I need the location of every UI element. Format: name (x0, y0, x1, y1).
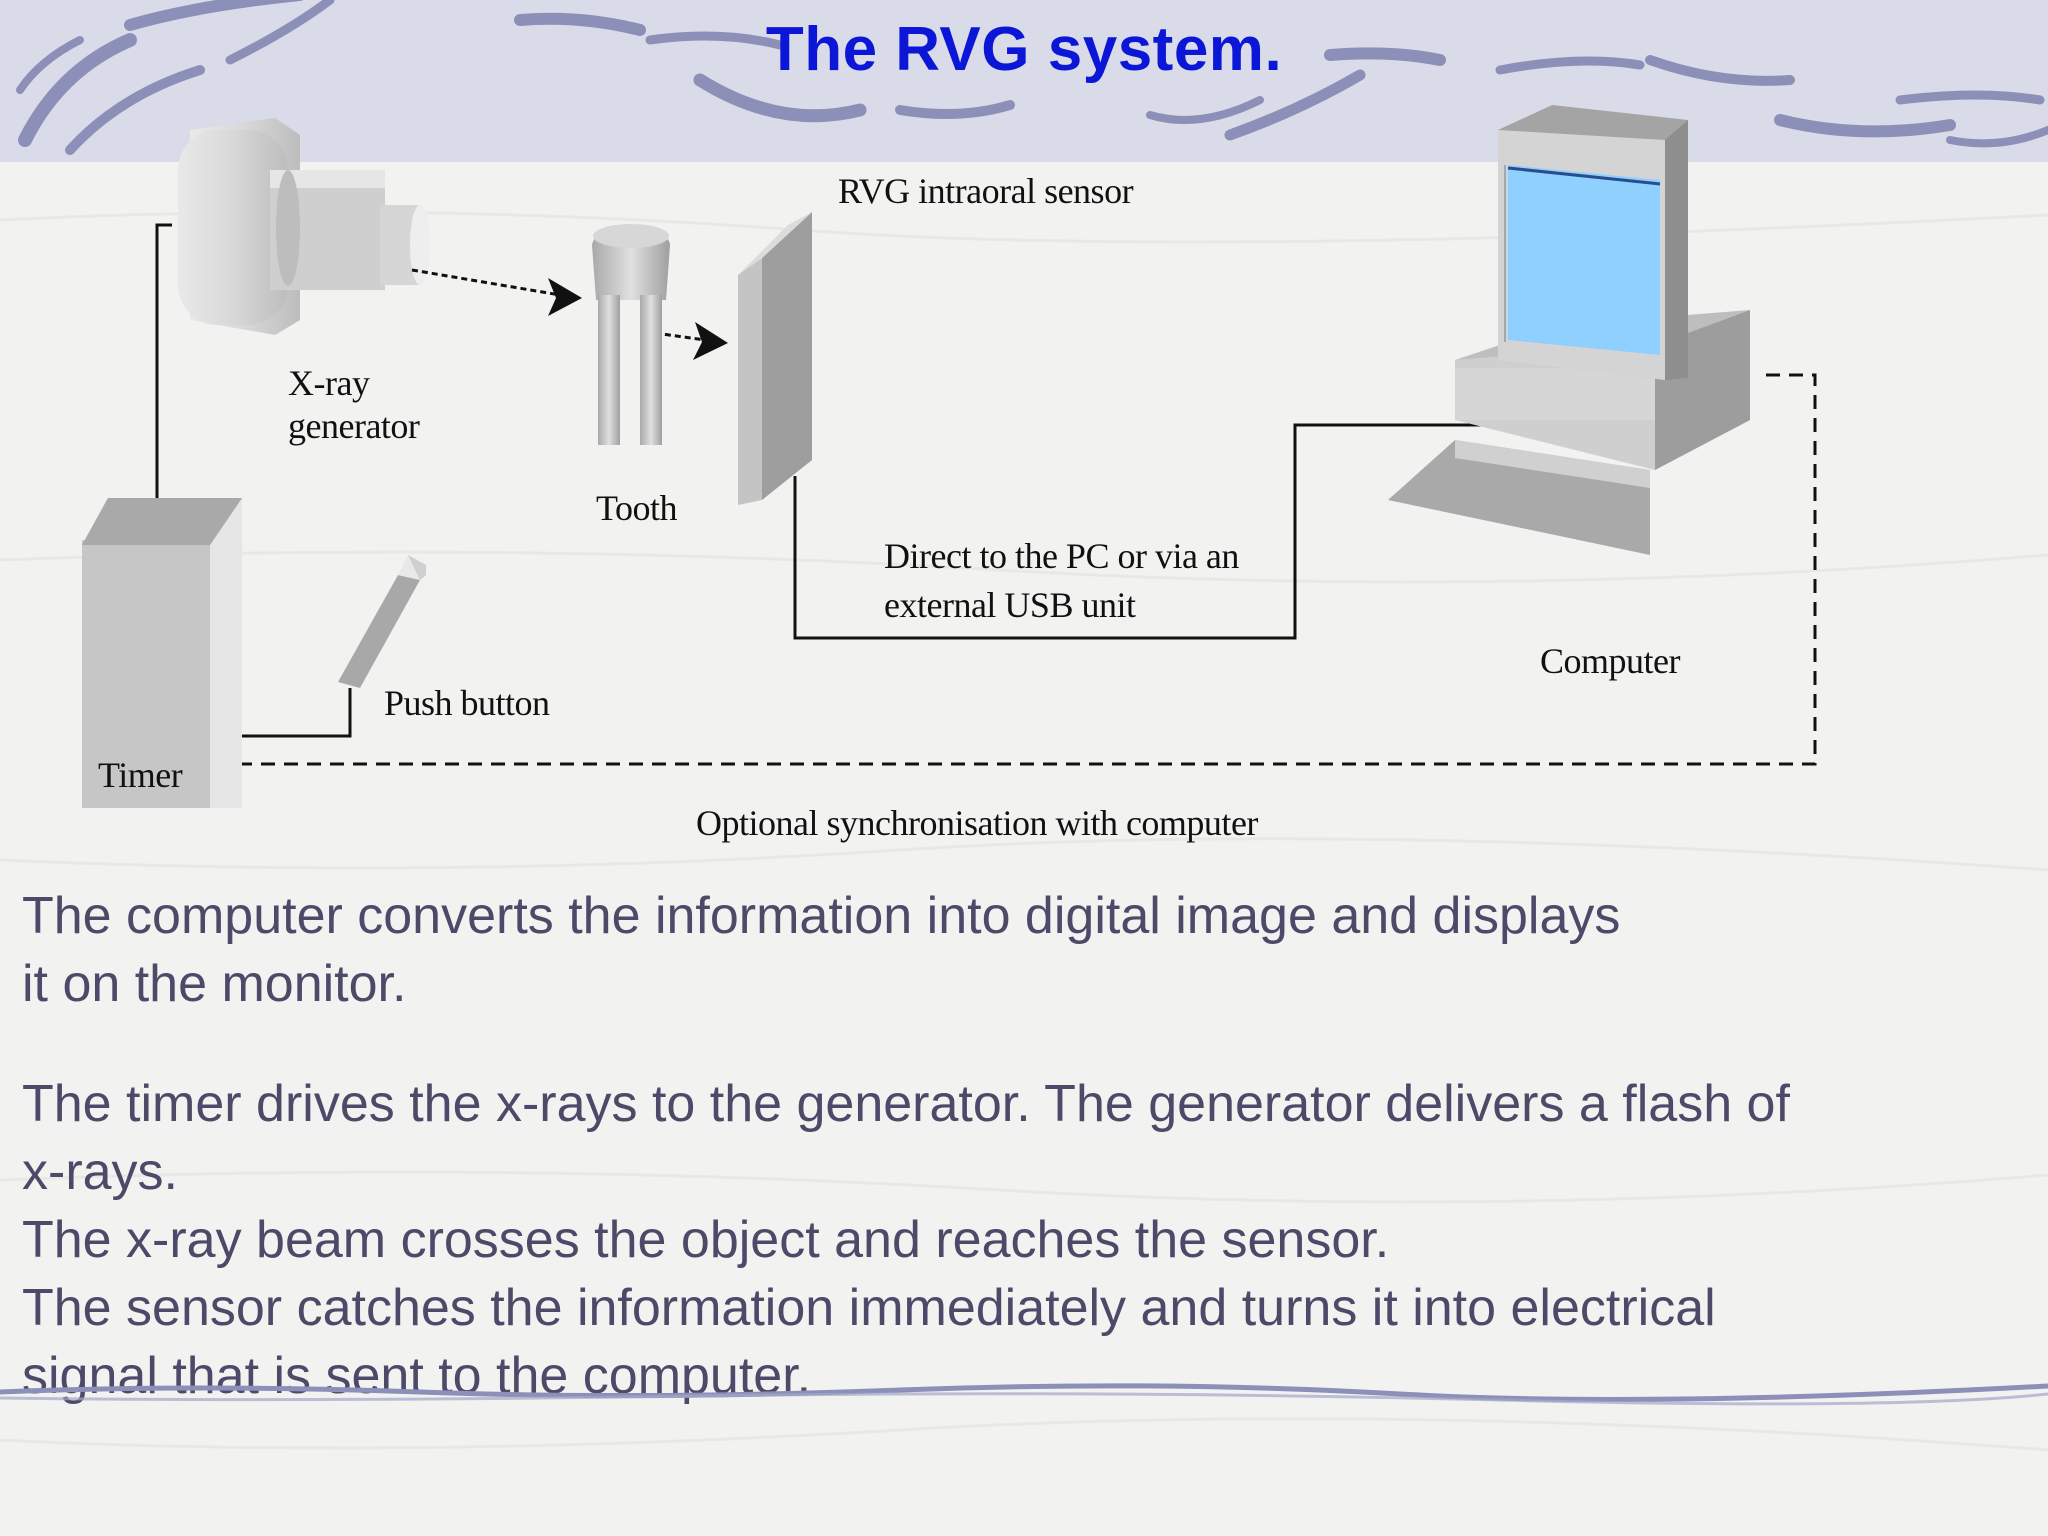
timer-icon (82, 498, 242, 808)
tooth-icon (592, 224, 670, 445)
paragraph-2-line-4: The sensor catches the information immed… (22, 1279, 1716, 1337)
rvg-sensor-icon (738, 212, 812, 505)
xray-generator-label-line2: generator (288, 406, 420, 446)
rvg-system-diagram (82, 105, 1817, 808)
push-button-label: Push button (384, 683, 550, 723)
timer-to-generator-line (155, 223, 172, 498)
footer-squiggle-line (0, 1383, 2048, 1406)
sync-label: Optional synchronisation with computer (696, 803, 1258, 843)
computer-label: Computer (1540, 641, 1680, 681)
timer-label: Timer (98, 755, 183, 795)
xray-beam-arrow-2 (654, 322, 728, 360)
xray-beam-arrow-1 (411, 268, 582, 316)
sensor-to-computer-line (793, 423, 1488, 640)
tooth-label: Tooth (596, 488, 677, 528)
connection-label-line1: Direct to the PC or via an (884, 536, 1239, 576)
xray-generator-icon (178, 118, 430, 335)
paragraph-1: The computer converts the information in… (22, 882, 2022, 1018)
sensor-label: RVG intraoral sensor (838, 171, 1134, 211)
timer-to-push-button-line (242, 688, 352, 738)
paragraph-2: The timer drives the x-rays to the gener… (22, 1070, 2022, 1410)
header-band (0, 0, 2048, 162)
connection-label-line2: external USB unit (884, 585, 1136, 625)
paragraph-2-line-1: The timer drives the x-rays to the gener… (22, 1075, 1790, 1133)
push-button-icon (338, 555, 426, 688)
paragraph-2-line-2: x-rays. (22, 1143, 178, 1201)
xray-generator-label-line1: X-ray (288, 363, 370, 403)
computer-icon (1388, 105, 1750, 555)
paragraph-1-line-2: it on the monitor. (22, 955, 407, 1013)
slide-title: The RVG system. (765, 15, 1283, 84)
paragraph-1-line-1: The computer converts the information in… (22, 887, 1621, 945)
sync-dashed-line (215, 373, 1817, 766)
paragraph-2-line-3: The x-ray beam crosses the object and re… (22, 1211, 1390, 1269)
